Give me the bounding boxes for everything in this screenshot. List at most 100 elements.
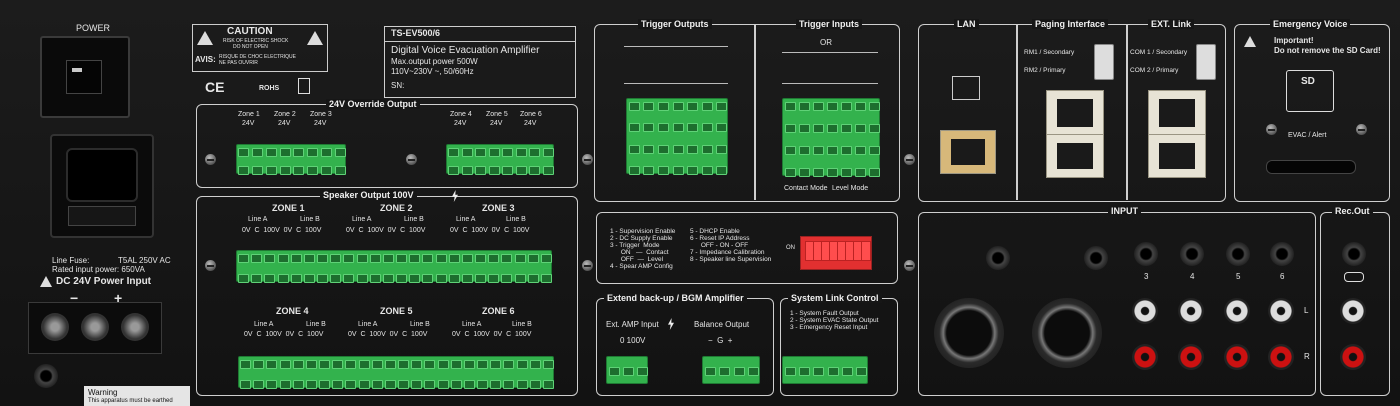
balance-output-terminal[interactable] (702, 356, 760, 384)
zone-6-label: ZONE 6 (482, 306, 515, 316)
terminal-pin (264, 254, 276, 263)
paging-rm1-port[interactable] (1046, 90, 1104, 136)
terminal-pin (812, 168, 824, 177)
terminal-pin (856, 366, 868, 376)
terminal-pin (798, 146, 810, 155)
ext-amp-terminal[interactable] (606, 356, 648, 384)
ext-com2-port[interactable] (1148, 134, 1206, 178)
max-output: Max.output power 500W (391, 57, 478, 66)
iec-power-socket[interactable] (50, 134, 154, 238)
level-mode-label: Level Mode (832, 185, 869, 192)
speaker-terminal-zone-1-3[interactable] (236, 250, 552, 283)
trigger-outputs-terminal[interactable] (626, 98, 728, 175)
screw (205, 154, 216, 165)
evac-alert-label: EVAC / Alert (1288, 132, 1327, 139)
speaker-terminal-zone-4-6[interactable] (238, 356, 554, 389)
input-1-trs-jack[interactable] (986, 246, 1010, 270)
input-4-jack[interactable] (1180, 242, 1204, 266)
ground-post[interactable] (34, 364, 58, 388)
override-terminal-left[interactable] (236, 144, 346, 175)
terminal-pin (719, 366, 731, 376)
input-6-jack[interactable] (1270, 242, 1294, 266)
terminal-pin (826, 168, 838, 177)
terminal-pin (307, 166, 319, 175)
terminal-pin (277, 274, 289, 283)
terminal-pin (540, 254, 552, 263)
terminal-pin (701, 123, 713, 133)
sd-card-slot[interactable] (1266, 160, 1356, 174)
dip-switch-bank[interactable] (800, 236, 872, 270)
trigger-inputs-terminal[interactable] (782, 98, 880, 177)
rca-4-right[interactable] (1178, 344, 1204, 370)
terminal-pin (733, 366, 745, 376)
terminal-pin (266, 380, 278, 389)
ext-link-slide-switch[interactable] (1196, 44, 1216, 80)
ce-mark: CE (205, 79, 225, 95)
terminal-pin (798, 168, 810, 177)
extend-title: Extend back-up / BGM Amplifier (604, 293, 747, 303)
caution-label: CAUTION RISK OF ELECTRIC SHOCK DO NOT OP… (192, 24, 328, 72)
terminal-pin (868, 102, 880, 111)
terminal-pin (542, 360, 554, 369)
terminal-pin (317, 274, 329, 283)
dc-terminal-block[interactable] (28, 302, 162, 354)
paging-slide-switch[interactable] (1094, 44, 1114, 80)
input-5-jack[interactable] (1226, 242, 1250, 266)
input-2-xlr[interactable] (1032, 298, 1102, 368)
terminal-pin (826, 124, 838, 133)
terminal-pin (657, 166, 669, 175)
rec-out-left[interactable] (1340, 298, 1366, 324)
lightning-triangle-icon (307, 31, 323, 45)
rca-4-left[interactable] (1178, 298, 1204, 324)
rca-3-left[interactable] (1132, 298, 1158, 324)
terminal-pin (622, 366, 634, 376)
terminal-pin (461, 254, 473, 263)
terminal-pin (461, 148, 473, 157)
rec-out-jack[interactable] (1342, 242, 1366, 266)
device-info-box: TS-EV500/6 Digital Voice Evacuation Ampl… (384, 26, 576, 98)
lan-title: LAN (954, 19, 979, 29)
device-name: Digital Voice Evacuation Amplifier (391, 45, 540, 56)
fuse-label: Line Fuse: (52, 256, 90, 265)
terminal-pin (502, 148, 514, 157)
rca-6-left[interactable] (1268, 298, 1294, 324)
rca-5-right[interactable] (1224, 344, 1250, 370)
rca-3-right[interactable] (1132, 344, 1158, 370)
warning-triangle-icon (197, 31, 213, 45)
terminal-pin (701, 166, 713, 175)
terminal-pin (422, 274, 434, 283)
terminal-pin (409, 254, 421, 263)
warning-triangle-icon (1244, 36, 1256, 47)
terminal-pin (290, 274, 302, 283)
ext-link-title: EXT. Link (1148, 19, 1195, 29)
paging-rm2-port[interactable] (1046, 134, 1104, 178)
terminal-pin (672, 144, 684, 154)
rec-out-right[interactable] (1340, 344, 1366, 370)
terminal-pin (636, 366, 648, 376)
voltage: 110V~230V ~, 50/60Hz (391, 67, 474, 76)
terminal-pin (488, 166, 500, 175)
input-1-xlr[interactable] (934, 298, 1004, 368)
rca-5-left[interactable] (1224, 298, 1250, 324)
rated-power: Rated input power: 650VA (52, 265, 145, 274)
input-3-jack[interactable] (1134, 242, 1158, 266)
lan-port[interactable] (940, 130, 996, 174)
terminal-pin (527, 254, 539, 263)
terminal-pin (477, 360, 489, 369)
weee-bin-icon (298, 78, 310, 94)
terminal-pin (868, 168, 880, 177)
terminal-pin (384, 380, 396, 389)
terminal-pin (253, 360, 265, 369)
power-switch[interactable] (40, 36, 130, 118)
terminal-pin (238, 148, 250, 157)
rec-out-title: Rec.Out (1332, 206, 1373, 216)
rca-6-right[interactable] (1268, 344, 1294, 370)
terminal-pin (854, 102, 866, 111)
ext-com1-port[interactable] (1148, 90, 1206, 136)
terminal-pin (784, 102, 796, 111)
terminal-pin (307, 148, 319, 157)
contact-mode-label: Contact Mode (784, 185, 828, 192)
system-link-terminal[interactable] (782, 356, 868, 384)
override-terminal-right[interactable] (446, 144, 554, 175)
input-2-trs-jack[interactable] (1084, 246, 1108, 270)
